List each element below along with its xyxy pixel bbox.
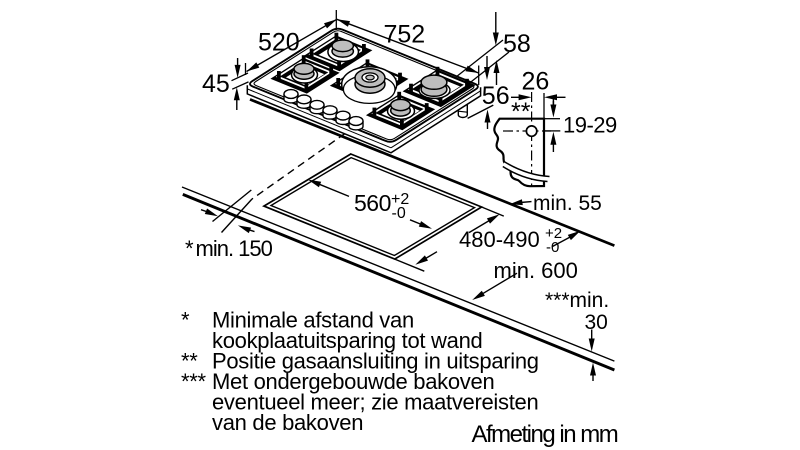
- svg-text:30: 30: [585, 311, 608, 334]
- svg-text:58: 58: [503, 30, 531, 58]
- svg-text:kookplaatuitsparing tot wand: kookplaatuitsparing tot wand: [212, 328, 482, 353]
- svg-text:752: 752: [384, 21, 426, 49]
- svg-text:***: ***: [181, 369, 207, 394]
- svg-text:**: **: [181, 349, 198, 374]
- svg-text:*: *: [185, 236, 194, 261]
- svg-text:eventueel meer; zie maatvereis: eventueel meer; zie maatvereisten: [212, 390, 538, 415]
- svg-text:-0: -0: [546, 239, 559, 256]
- svg-text:Met ondergebouwde bakoven: Met ondergebouwde bakoven: [212, 369, 494, 394]
- svg-text:520: 520: [258, 29, 300, 57]
- svg-text:560: 560: [354, 190, 391, 216]
- svg-text:480-490: 480-490: [459, 227, 540, 252]
- svg-text:Minimale afstand van: Minimale afstand van: [212, 308, 414, 333]
- svg-text:-0: -0: [392, 205, 406, 222]
- svg-text:26: 26: [522, 68, 550, 96]
- svg-text:min. 600: min. 600: [494, 258, 578, 283]
- svg-text:+2: +2: [545, 225, 562, 242]
- svg-text:56: 56: [482, 82, 510, 110]
- svg-text:Afmeting in mm: Afmeting in mm: [472, 421, 618, 448]
- svg-text:19-29: 19-29: [563, 113, 617, 138]
- svg-text:*: *: [181, 308, 190, 333]
- svg-text:***min.: ***min.: [545, 289, 609, 312]
- svg-text:+2: +2: [391, 191, 409, 208]
- svg-text:**: **: [511, 98, 531, 126]
- svg-text:Positie gasaansluiting in uits: Positie gasaansluiting in uitsparing: [212, 349, 539, 374]
- svg-text:min. 150: min. 150: [196, 236, 273, 261]
- svg-text:van de bakoven: van de bakoven: [212, 410, 363, 435]
- svg-text:min. 55: min. 55: [533, 192, 602, 215]
- svg-text:45: 45: [202, 70, 230, 98]
